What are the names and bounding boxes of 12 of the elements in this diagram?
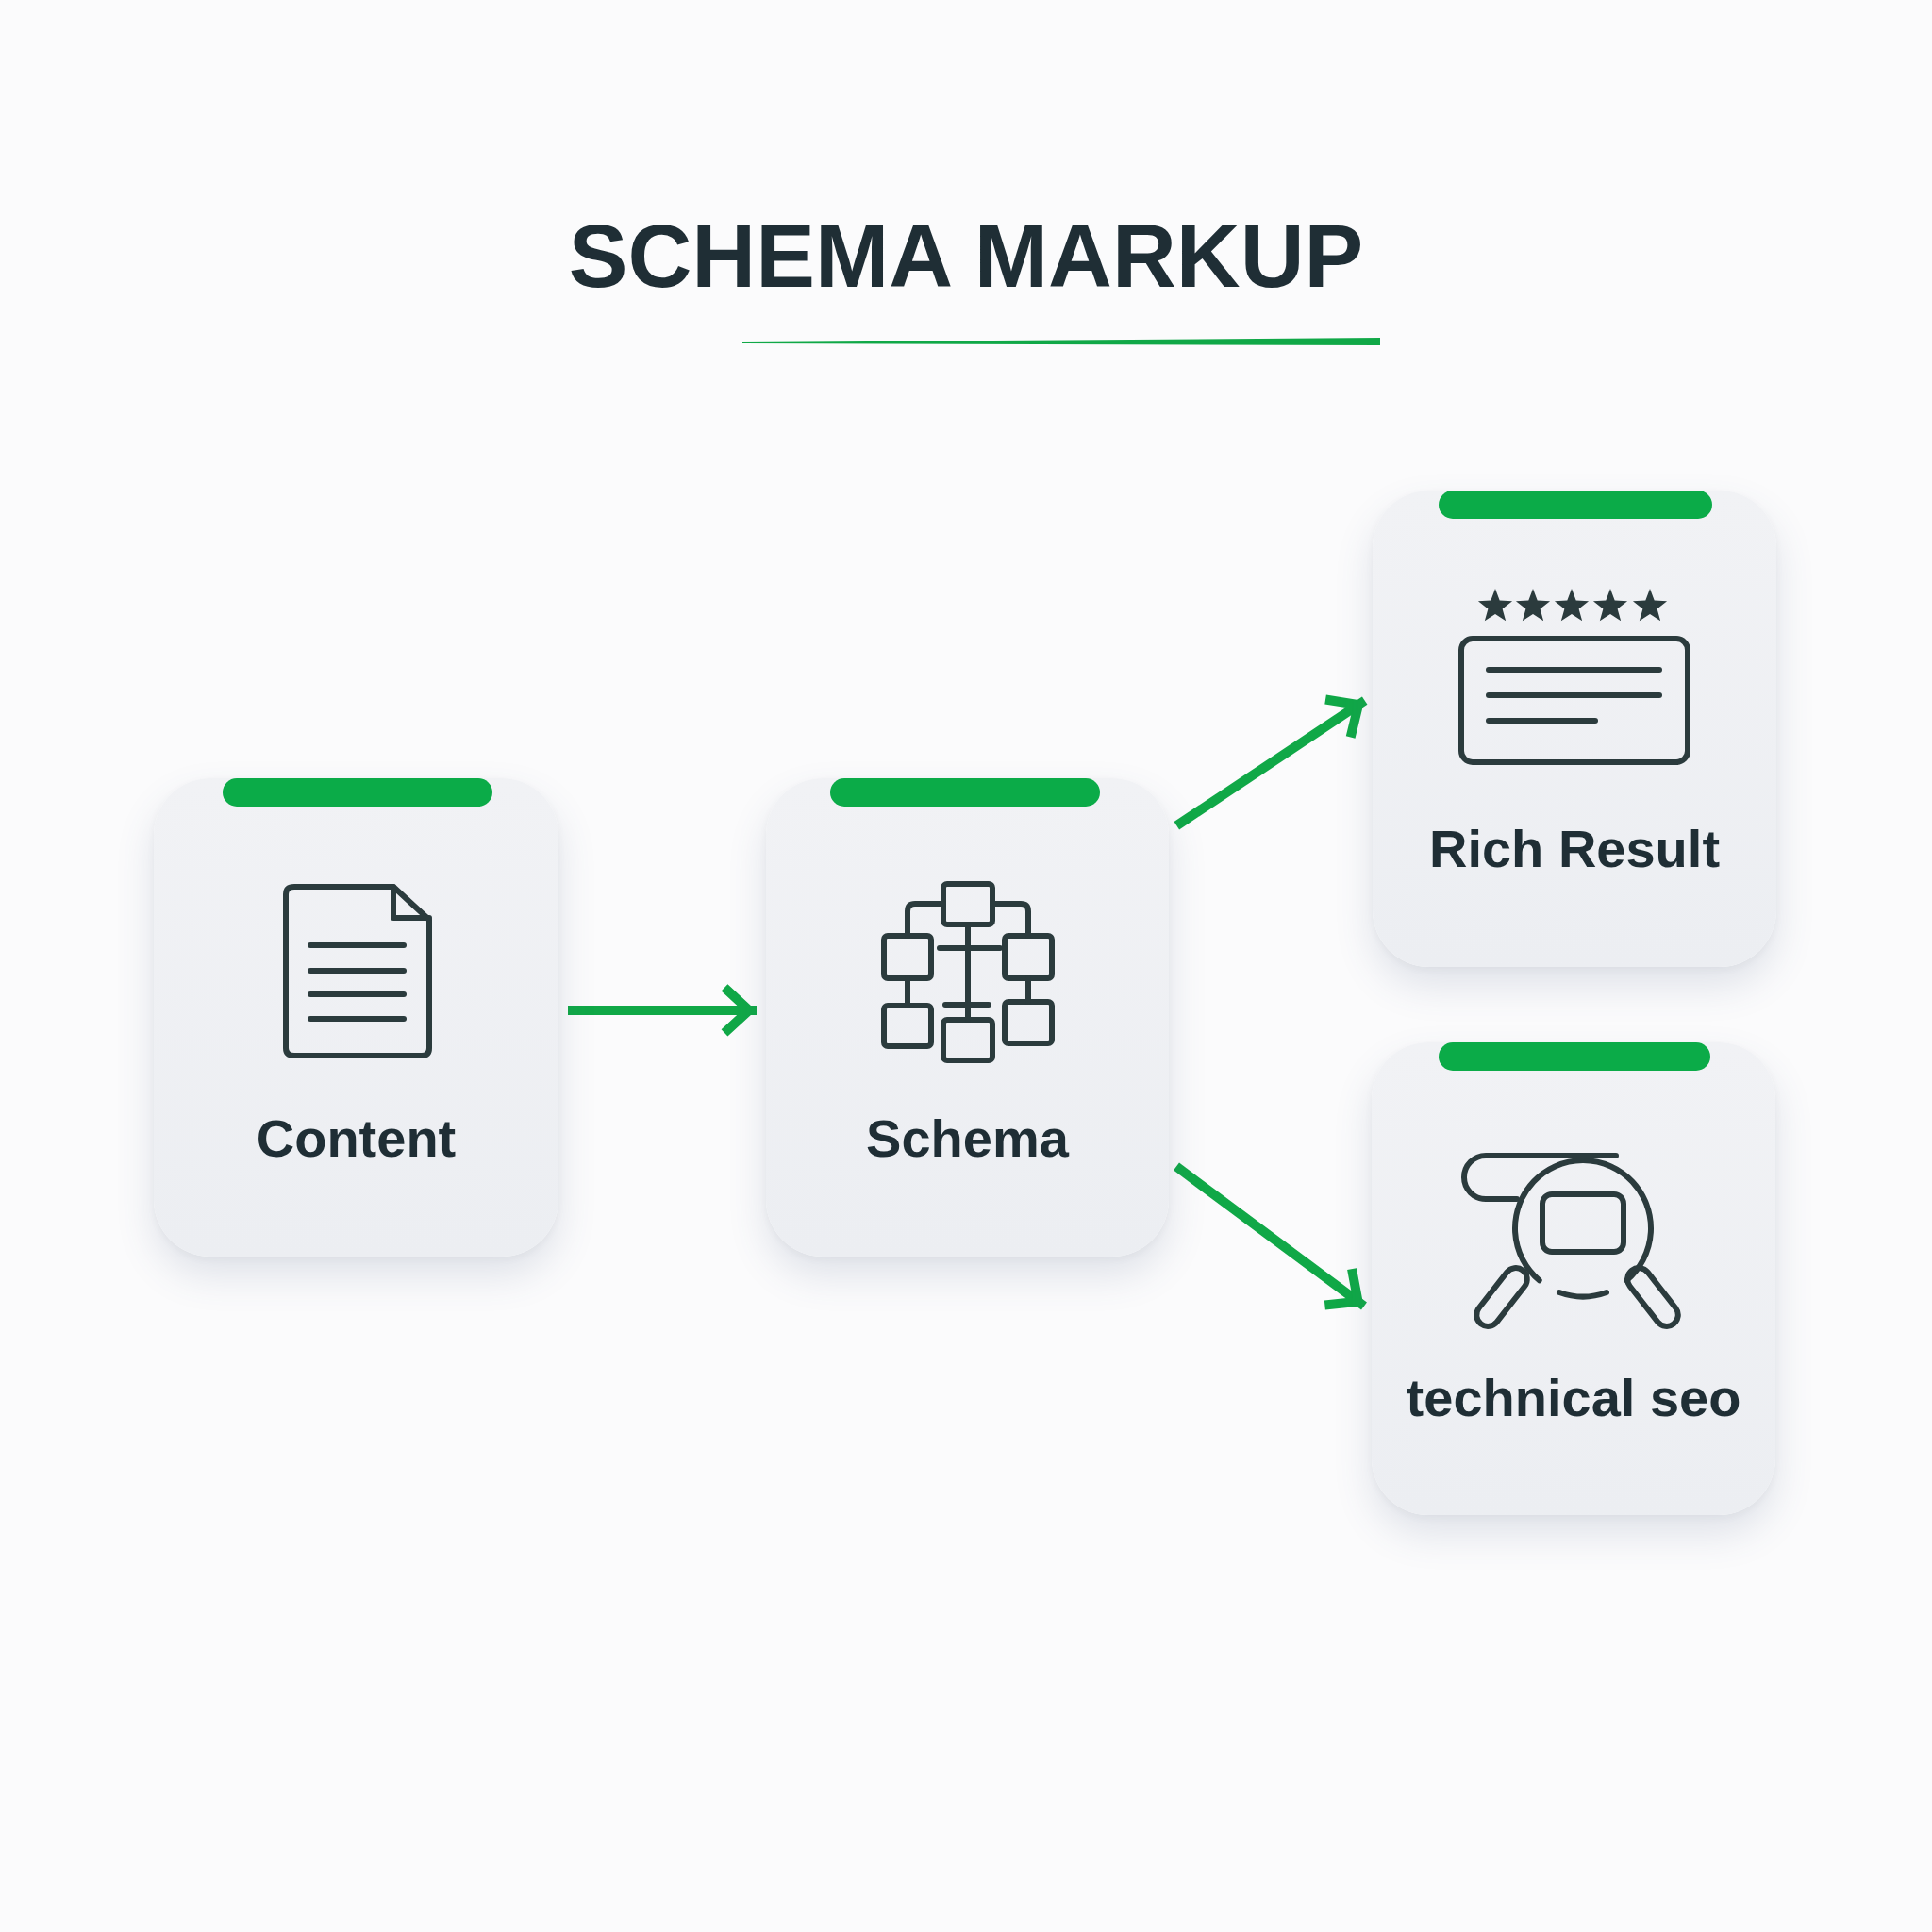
arrow bbox=[1174, 1162, 1367, 1310]
process-card bbox=[766, 778, 1169, 1257]
card-label: technical seo bbox=[1406, 1368, 1741, 1428]
process-card bbox=[1372, 1042, 1775, 1515]
arrow bbox=[568, 982, 757, 1038]
process-card bbox=[154, 778, 558, 1257]
title: SCHEMA MARKUP bbox=[568, 209, 1364, 304]
arrow bbox=[1174, 694, 1368, 830]
card-label: Schema bbox=[866, 1108, 1069, 1169]
card-label: Content bbox=[256, 1108, 457, 1169]
process-card bbox=[1373, 491, 1776, 967]
card-label: Rich Result bbox=[1428, 819, 1721, 879]
